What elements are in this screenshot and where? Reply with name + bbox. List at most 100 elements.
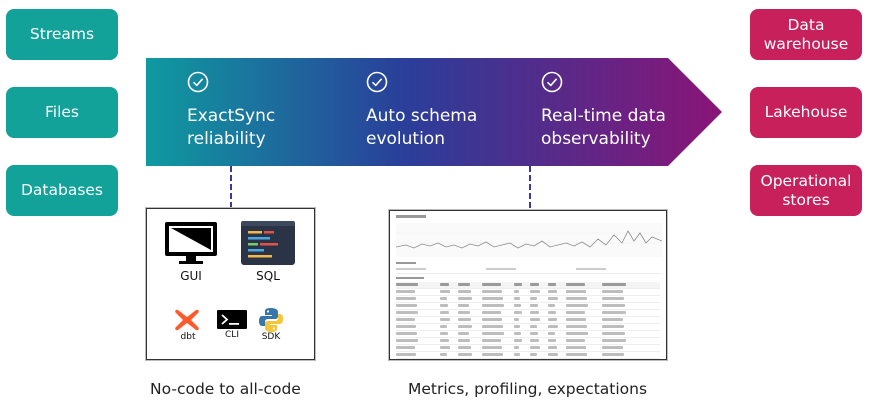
destination-lakehouse: Lakehouse bbox=[750, 87, 862, 138]
table-cell bbox=[514, 318, 519, 321]
feature-auto-schema: Auto schema evolution bbox=[366, 71, 477, 151]
observability-dashboard-panel bbox=[389, 210, 667, 360]
table-cell bbox=[602, 304, 625, 307]
table-cell bbox=[566, 283, 585, 286]
table-cell bbox=[530, 290, 540, 293]
table-cell bbox=[548, 290, 557, 293]
monitor-icon bbox=[165, 222, 217, 264]
check-circle-icon bbox=[366, 71, 388, 93]
destination-data-warehouse-label: Data warehouse bbox=[763, 15, 849, 53]
table-cell bbox=[548, 304, 555, 307]
source-streams-label: Streams bbox=[29, 25, 95, 44]
table-cell bbox=[482, 318, 502, 321]
source-files-label: Files bbox=[44, 103, 79, 122]
check-circle-icon bbox=[187, 71, 209, 93]
table-cell bbox=[548, 346, 557, 349]
dashboard-table-title bbox=[396, 277, 424, 279]
sql-label: SQL bbox=[256, 269, 280, 283]
table-cell bbox=[602, 283, 626, 286]
table-cell bbox=[514, 332, 521, 335]
source-databases-label: Databases bbox=[20, 181, 104, 200]
table-cell bbox=[440, 325, 447, 328]
table-cell bbox=[530, 339, 539, 342]
check-circle-icon bbox=[541, 71, 563, 93]
destination-operational-stores-label: Operational stores bbox=[760, 171, 852, 209]
table-row bbox=[396, 317, 660, 324]
dbt-icon bbox=[175, 309, 199, 331]
table-cell bbox=[514, 346, 519, 349]
cli-label: CLI bbox=[225, 330, 239, 340]
feature-observability-line1: Real-time data bbox=[541, 106, 666, 126]
table-cell bbox=[530, 283, 539, 286]
table-cell bbox=[440, 318, 450, 321]
table-cell bbox=[396, 283, 418, 286]
table-row bbox=[396, 296, 660, 303]
table-cell bbox=[530, 346, 540, 349]
table-cell bbox=[566, 304, 588, 307]
table-cell bbox=[440, 290, 450, 293]
tools-panel: GUI SQL dbt CLI SDK bbox=[146, 208, 315, 360]
table-cell bbox=[566, 332, 588, 335]
table-cell bbox=[396, 332, 417, 335]
table-cell bbox=[440, 346, 450, 349]
table-cell bbox=[482, 346, 502, 349]
table-cell bbox=[396, 318, 415, 321]
table-cell bbox=[482, 283, 501, 286]
table-cell bbox=[458, 290, 471, 293]
feature-exactsync: ExactSync reliability bbox=[187, 71, 275, 151]
table-cell bbox=[548, 332, 555, 335]
table-cell bbox=[566, 339, 585, 342]
table-cell bbox=[514, 304, 521, 307]
table-cell bbox=[548, 283, 556, 286]
destination-data-warehouse: Data warehouse bbox=[750, 9, 862, 60]
table-cell bbox=[602, 339, 626, 342]
table-cell bbox=[602, 311, 626, 314]
table-cell bbox=[548, 297, 558, 300]
python-icon bbox=[259, 308, 283, 332]
table-cell bbox=[566, 325, 587, 328]
source-files: Files bbox=[6, 87, 118, 138]
table-cell bbox=[396, 311, 418, 314]
destination-lakehouse-label: Lakehouse bbox=[764, 103, 848, 122]
feature-exactsync-line2: reliability bbox=[187, 128, 266, 149]
table-cell bbox=[396, 290, 415, 293]
table-cell bbox=[514, 339, 522, 342]
table-cell bbox=[482, 304, 504, 307]
table-cell bbox=[482, 325, 503, 328]
table-row bbox=[396, 303, 660, 310]
table-cell bbox=[602, 332, 625, 335]
table-cell bbox=[458, 304, 469, 307]
table-cell bbox=[458, 283, 470, 286]
table-cell bbox=[530, 353, 537, 356]
connector-right bbox=[529, 166, 531, 208]
table-cell bbox=[440, 339, 449, 342]
dashboard-table-header bbox=[396, 282, 660, 289]
table-cell bbox=[458, 325, 472, 328]
table-cell bbox=[396, 346, 415, 349]
table-cell bbox=[440, 311, 449, 314]
table-cell bbox=[548, 339, 556, 342]
table-cell bbox=[396, 304, 417, 307]
table-row bbox=[396, 289, 660, 296]
table-cell bbox=[566, 311, 585, 314]
table-row bbox=[396, 352, 660, 359]
table-cell bbox=[458, 311, 470, 314]
feature-observability: Real-time data observability bbox=[541, 71, 666, 151]
table-cell bbox=[566, 346, 586, 349]
table-cell bbox=[602, 346, 623, 349]
table-row bbox=[396, 310, 660, 317]
table-cell bbox=[548, 318, 557, 321]
table-cell bbox=[530, 332, 538, 335]
table-cell bbox=[514, 311, 522, 314]
feature-observability-line2: observability bbox=[541, 128, 651, 149]
table-cell bbox=[458, 353, 472, 356]
dashboard-sparkline bbox=[396, 223, 662, 257]
sdk-label: SDK bbox=[261, 332, 281, 342]
table-row bbox=[396, 345, 660, 352]
table-cell bbox=[396, 297, 416, 300]
feature-auto-schema-line1: Auto schema bbox=[366, 106, 478, 126]
table-cell bbox=[458, 318, 471, 321]
dashboard-overview bbox=[396, 260, 662, 274]
table-cell bbox=[530, 304, 538, 307]
table-cell bbox=[602, 297, 624, 300]
